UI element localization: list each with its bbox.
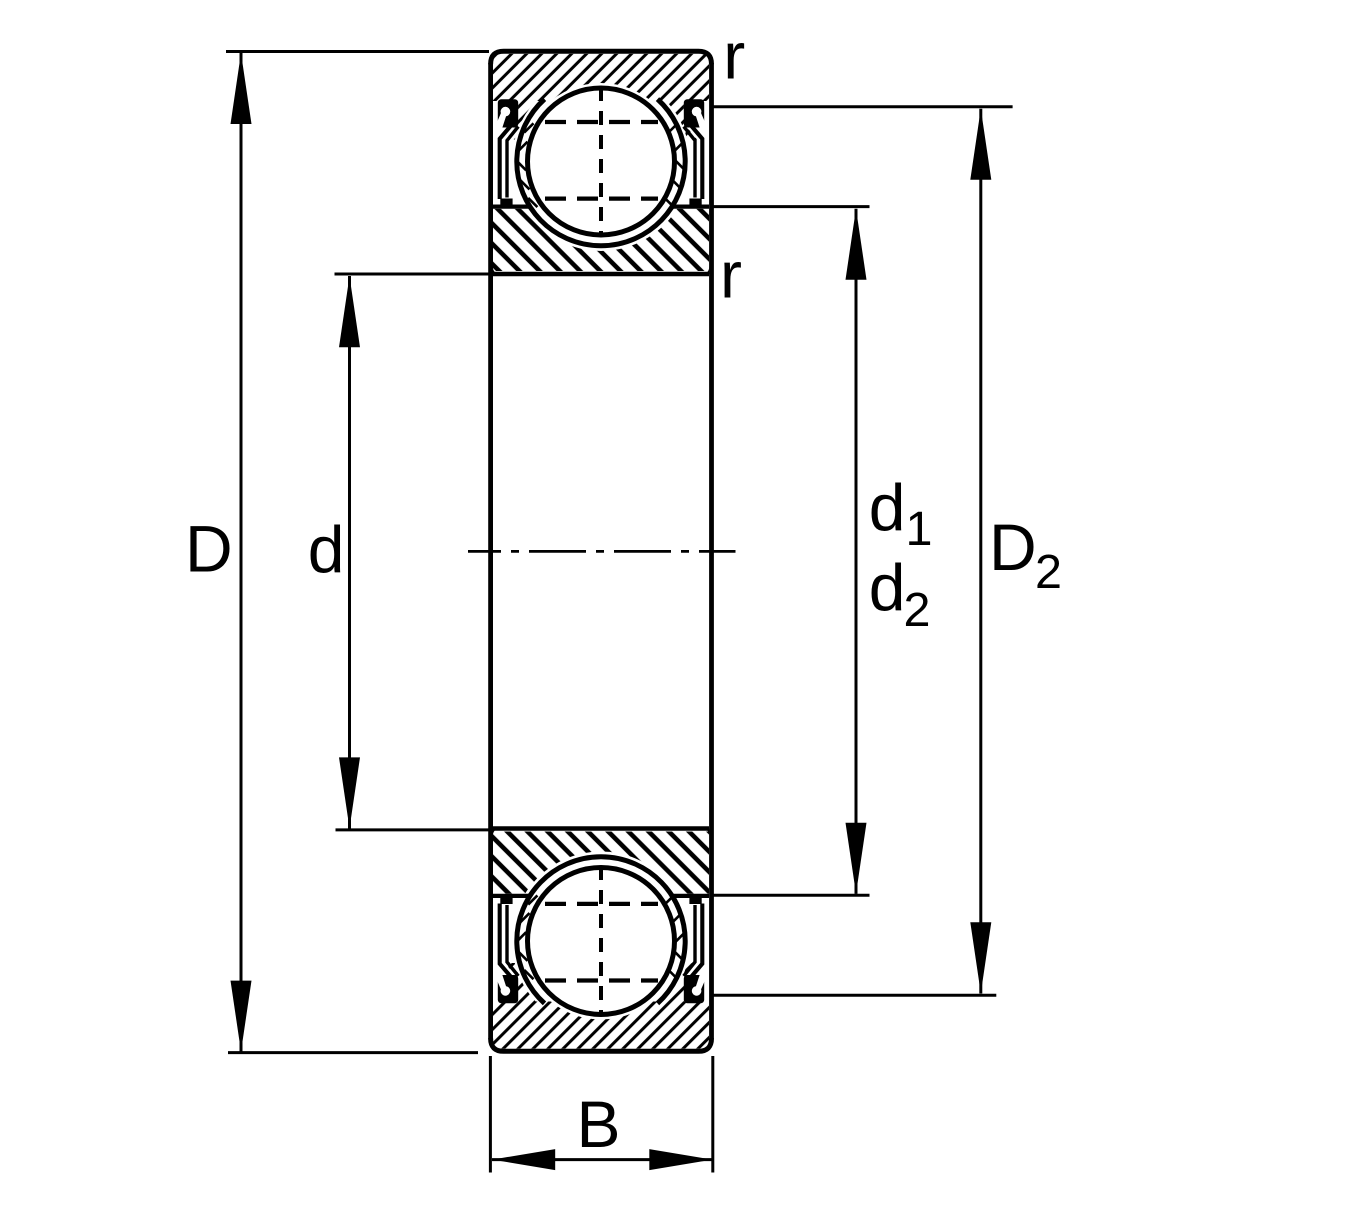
svg-text:d: d (308, 512, 345, 586)
svg-text:B: B (577, 1087, 621, 1161)
svg-text:1: 1 (906, 502, 933, 556)
svg-text:d: d (869, 471, 906, 545)
svg-text:2: 2 (1035, 545, 1062, 599)
svg-text:D: D (989, 510, 1037, 584)
svg-text:d: d (869, 550, 906, 624)
svg-text:D: D (185, 512, 233, 586)
svg-text:r: r (723, 19, 745, 93)
svg-text:r: r (720, 238, 742, 312)
svg-text:2: 2 (904, 583, 931, 637)
